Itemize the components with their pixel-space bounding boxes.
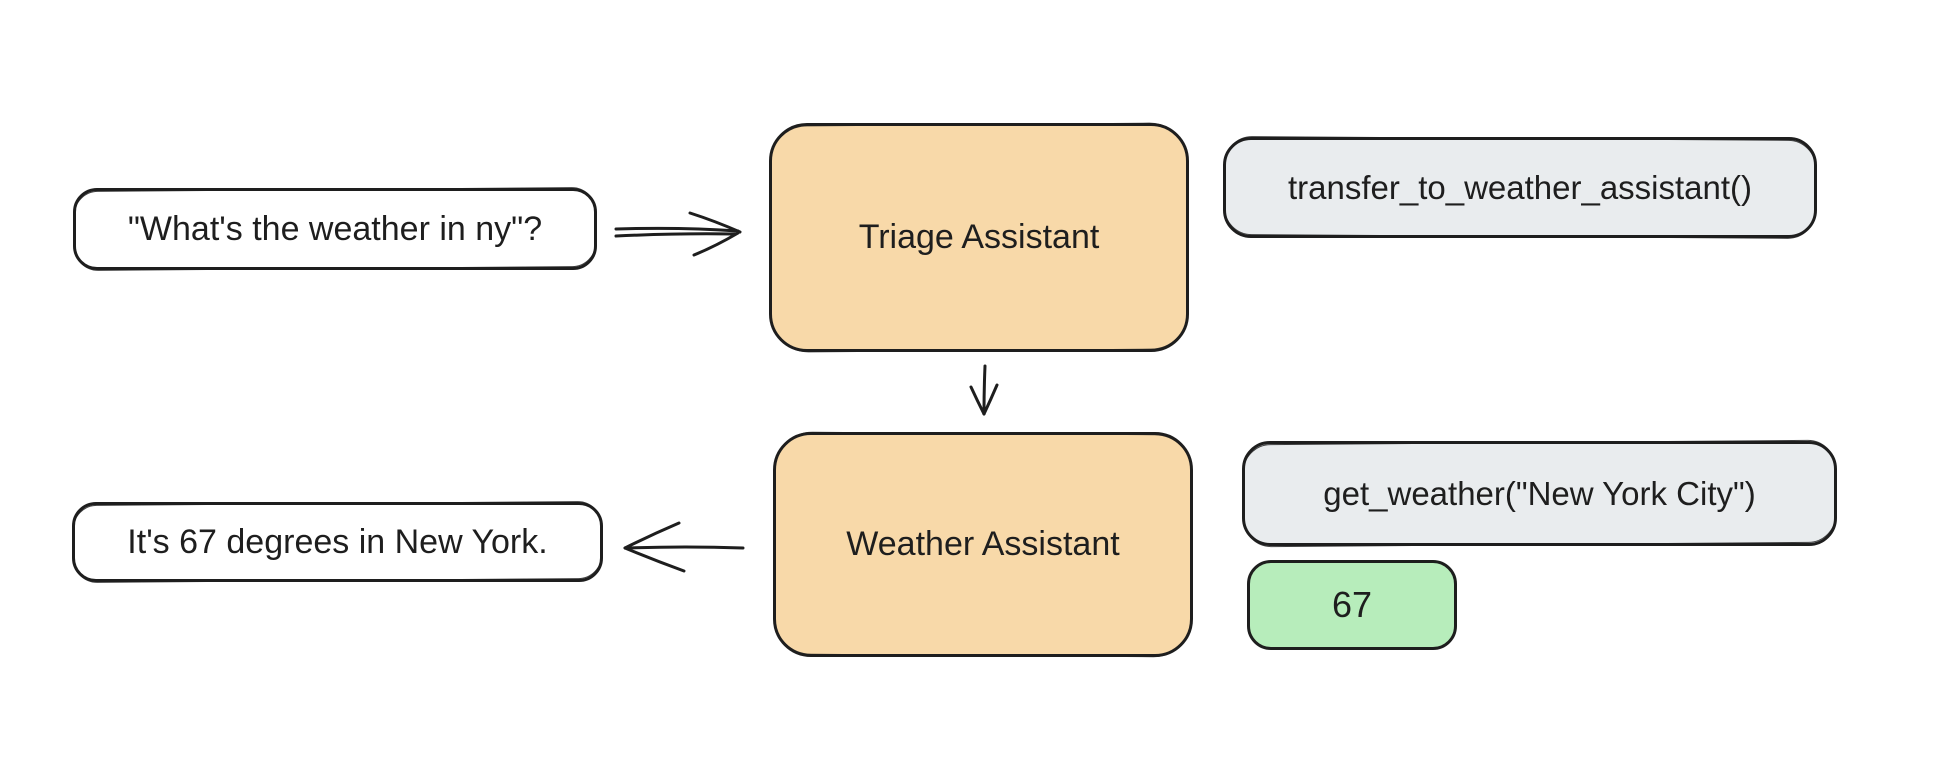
arrow-triage-to-weather <box>969 364 999 416</box>
handoff-call-label: transfer_to_weather_assistant() <box>1287 168 1753 206</box>
assistant-reply-bubble: It's 67 degrees in New York. <box>72 502 603 582</box>
weather-assistant-label: Weather Assistant <box>846 525 1120 564</box>
tool-call-chip: get_weather("New York City") <box>1242 441 1837 546</box>
triage-assistant-label: Triage Assistant <box>858 218 1100 257</box>
user-message-bubble: "What's the weather in ny"? <box>73 188 597 270</box>
tool-call-label: get_weather("New York City") <box>1323 474 1756 512</box>
arrow-user-to-triage <box>614 211 742 257</box>
tool-result-label: 67 <box>1331 584 1373 626</box>
arrow-weather-to-reply <box>623 521 745 573</box>
user-message-label: "What's the weather in ny"? <box>127 209 543 248</box>
triage-assistant-node: Triage Assistant <box>769 123 1189 352</box>
weather-assistant-node: Weather Assistant <box>773 432 1193 657</box>
assistant-reply-label: It's 67 degrees in New York. <box>127 522 548 561</box>
tool-result-chip: 67 <box>1247 560 1457 650</box>
handoff-call-chip: transfer_to_weather_assistant() <box>1223 137 1817 238</box>
